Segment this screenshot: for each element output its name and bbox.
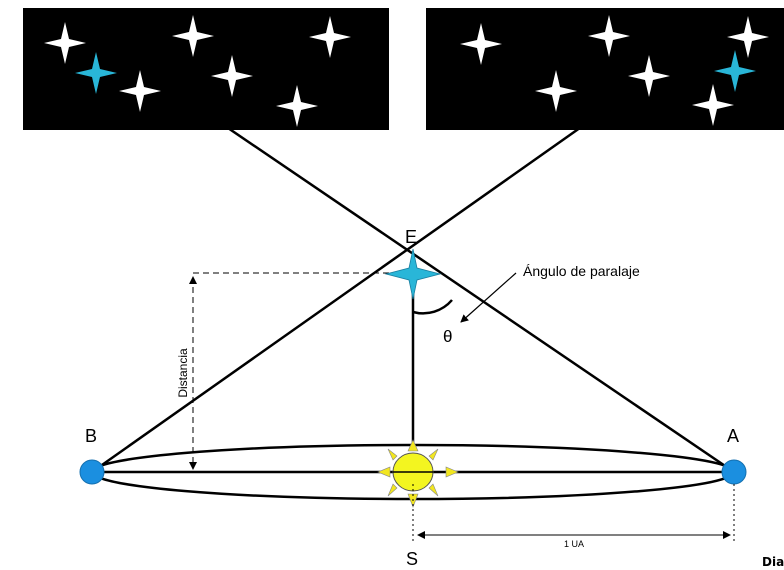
background-star	[211, 55, 253, 97]
background-star	[628, 55, 670, 97]
distance-label: Distancia	[176, 348, 190, 398]
background-star	[535, 70, 577, 112]
star-label-e: E	[405, 227, 417, 247]
sun-label-s: S	[406, 549, 418, 569]
target-star-image	[714, 50, 756, 92]
sight-line-from-a	[177, 92, 735, 474]
background-star	[119, 70, 161, 112]
background-star	[44, 22, 86, 64]
sky-view-left	[23, 8, 389, 130]
target-star-image	[75, 52, 117, 94]
background-star	[172, 15, 214, 57]
background-star	[309, 16, 351, 58]
earth-position-b	[79, 459, 105, 485]
earth-position-a	[721, 459, 747, 485]
parallax-angle-label: Ángulo de paralaje	[523, 263, 640, 279]
background-star	[460, 23, 502, 65]
sight-line-from-b	[91, 92, 629, 474]
truncated-caption: Dia	[762, 555, 784, 569]
background-star	[588, 15, 630, 57]
point-label-b: B	[85, 426, 97, 446]
angle-pointer	[460, 272, 517, 323]
parallax-angle-arc	[412, 299, 453, 315]
theta-label: θ	[443, 327, 452, 346]
background-star	[727, 16, 769, 58]
target-star-e	[384, 248, 442, 300]
background-star	[692, 84, 734, 126]
au-label: 1 UA	[564, 539, 584, 549]
point-label-a: A	[727, 426, 739, 446]
sun-icon	[377, 439, 459, 508]
background-star	[276, 85, 318, 127]
